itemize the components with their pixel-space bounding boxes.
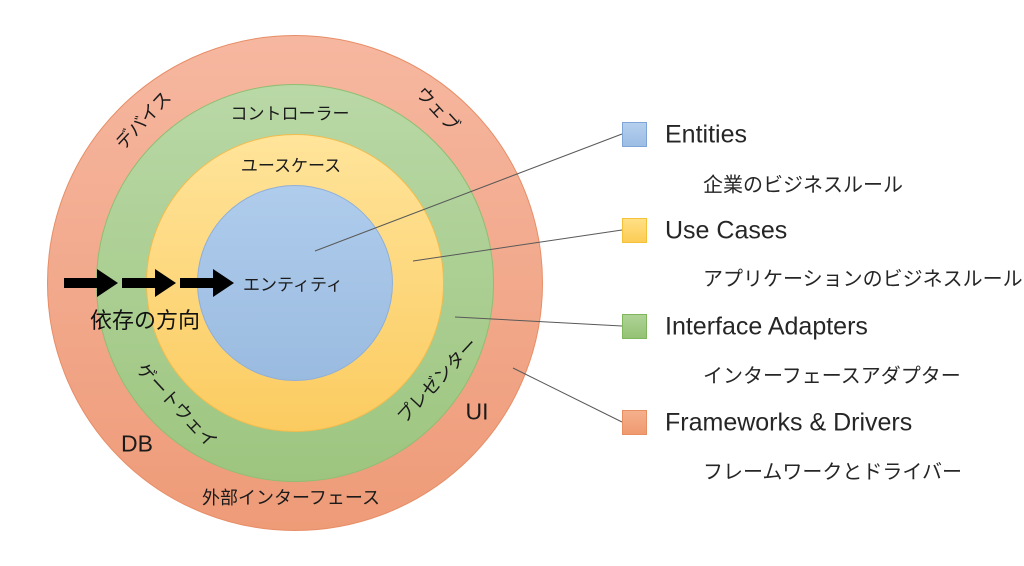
legend-swatch-use-cases bbox=[622, 218, 647, 243]
label-external-interfaces: 外部インターフェース bbox=[201, 488, 381, 509]
legend-subtitle-frameworks-drivers: フレームワークとドライバー bbox=[703, 461, 962, 484]
label-ui: UI bbox=[465, 398, 489, 425]
legend-line-frameworks-drivers bbox=[512, 367, 623, 423]
legend-title-entities: Entities bbox=[665, 120, 747, 149]
label-dependency-direction: 依存の方向 bbox=[89, 307, 201, 333]
legend-subtitle-interface-adapters: インターフェースアダプター bbox=[703, 365, 961, 388]
legend-swatch-frameworks-drivers bbox=[622, 410, 647, 435]
label-entities: エンティティ bbox=[243, 275, 343, 295]
label-db: DB bbox=[121, 430, 153, 457]
legend-title-frameworks-drivers: Frameworks & Drivers bbox=[665, 408, 913, 437]
legend-swatch-entities bbox=[622, 122, 647, 147]
label-controllers: コントローラー bbox=[230, 104, 350, 124]
legend-swatch-interface-adapters bbox=[622, 314, 647, 339]
label-use-cases: ユースケース bbox=[240, 156, 342, 176]
legend-subtitle-entities: 企業のビジネスルール bbox=[703, 174, 903, 197]
legend-subtitle-use-cases: アプリケーションのビジネスルール bbox=[703, 268, 1023, 291]
legend-title-interface-adapters: Interface Adapters bbox=[665, 312, 868, 341]
legend-title-use-cases: Use Cases bbox=[665, 216, 788, 245]
